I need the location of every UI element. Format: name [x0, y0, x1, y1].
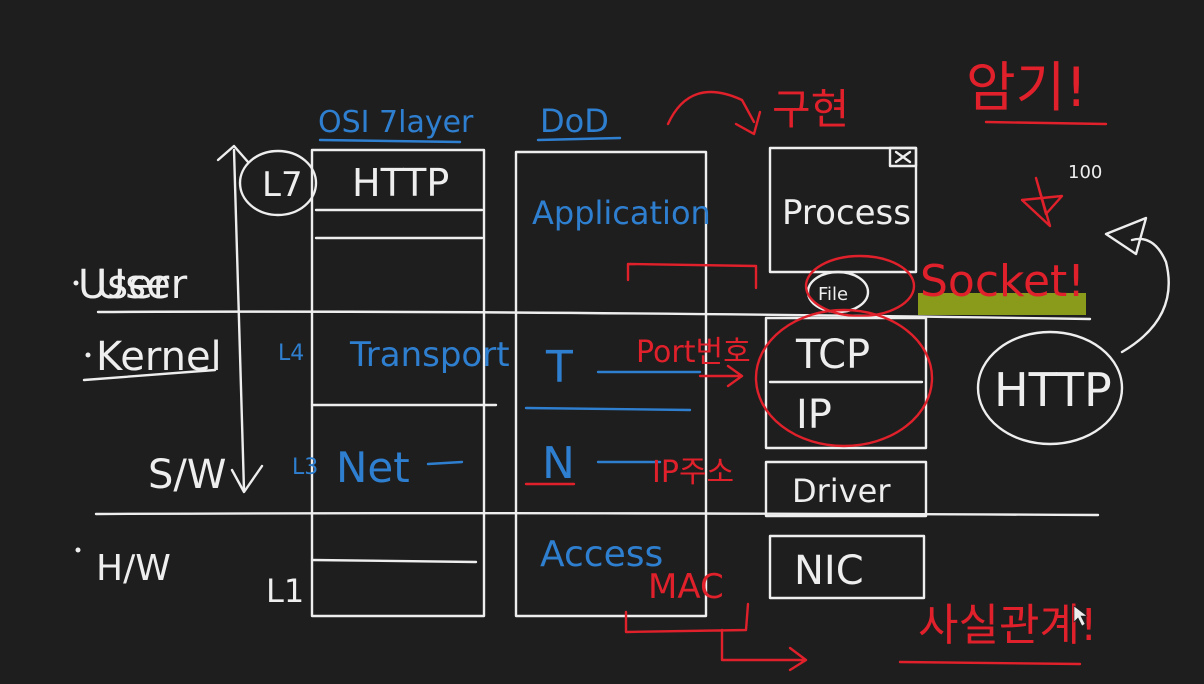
file-red-circle: [804, 254, 916, 318]
dod-network: N: [542, 438, 575, 489]
curved-arrow-top: [666, 90, 762, 136]
korean-top-annotation: 구현: [772, 85, 849, 134]
dod-application: Application: [532, 194, 711, 232]
osi-row-line: [310, 558, 478, 564]
kernel-hw-divider: [94, 512, 1100, 517]
close-icon: [888, 146, 918, 168]
stack-process: Process: [782, 193, 911, 233]
dod-access: Access: [540, 534, 663, 575]
domain-hw-text: H/W: [96, 548, 171, 589]
bullet-dot: [85, 352, 91, 358]
osi-column-title: OSI 7layer: [318, 105, 474, 140]
port-arrow: [698, 364, 744, 388]
score-annotation: 100: [1068, 162, 1102, 183]
mac-underline-arrow: [624, 602, 808, 672]
tcp-ip-red-oval: [754, 308, 934, 448]
domain-sw-text: S/W: [148, 452, 226, 498]
mac-annotation: MAC: [648, 567, 724, 607]
tcp-ip-box: [764, 316, 928, 450]
l7-circle: [238, 149, 318, 217]
port-annotation: Port번호: [636, 335, 751, 370]
memorize-underline: [984, 120, 1108, 126]
user-kernel-divider: [96, 310, 1092, 321]
nic-box: [768, 534, 926, 600]
stack-nic: NIC: [794, 548, 864, 594]
http-bubble: [976, 330, 1124, 446]
socket-highlight: [918, 293, 1086, 315]
bullet-dot: [73, 280, 79, 286]
http-bubble-text: HTTP: [994, 363, 1112, 417]
mouse-cursor-icon: [1073, 605, 1088, 627]
arrow-head-up: [216, 144, 250, 164]
osi-l4-name: Transport: [349, 335, 510, 375]
osi-l7-label: L7: [262, 165, 303, 205]
osi-stack-box: [310, 148, 486, 618]
arrow-head-down: [230, 464, 264, 494]
star-icon: [1020, 176, 1064, 228]
stack-driver: Driver: [792, 472, 891, 510]
korean-bottom-annotation: 사실관계!: [918, 600, 1098, 651]
http-arrow-head: [1104, 216, 1148, 256]
dod-stack-box: [514, 150, 708, 618]
stack-ip: IP: [796, 392, 832, 438]
domain-user-text: User: [96, 262, 188, 308]
osi-l7-protocol: HTTP: [352, 161, 449, 205]
vertical-arrow: [232, 148, 246, 492]
osi-l3-label: L3: [292, 455, 318, 480]
dod-transport: T: [545, 342, 573, 393]
socket-pointer-line: [626, 262, 758, 290]
ip-address-annotation: IP주소: [652, 455, 734, 490]
dod-row-line: [524, 406, 692, 412]
korean-bottom-underline: [898, 660, 1082, 666]
osi-l3-name: Net: [336, 443, 410, 492]
socket-annotation: Socket!: [920, 256, 1085, 307]
domain-kernel-text: Kernel: [96, 334, 222, 380]
memorize-annotation: 암기!: [966, 56, 1087, 119]
osi-title-underline: [318, 138, 462, 144]
osi-l4-label: L4: [278, 341, 304, 366]
osi-l1-label: L1: [266, 572, 304, 610]
net-dash: [426, 460, 464, 466]
stack-file: File: [818, 284, 848, 305]
domain-user-label: User: [78, 262, 170, 308]
http-curved-arrow: [1120, 237, 1170, 354]
bullet-dot: [75, 547, 81, 553]
dod-title-underline: [536, 136, 622, 142]
dod-column-title: DoD: [540, 102, 609, 140]
driver-box: [764, 460, 928, 518]
stack-tcp: TCP: [795, 332, 870, 378]
kernel-underline: [82, 368, 217, 382]
